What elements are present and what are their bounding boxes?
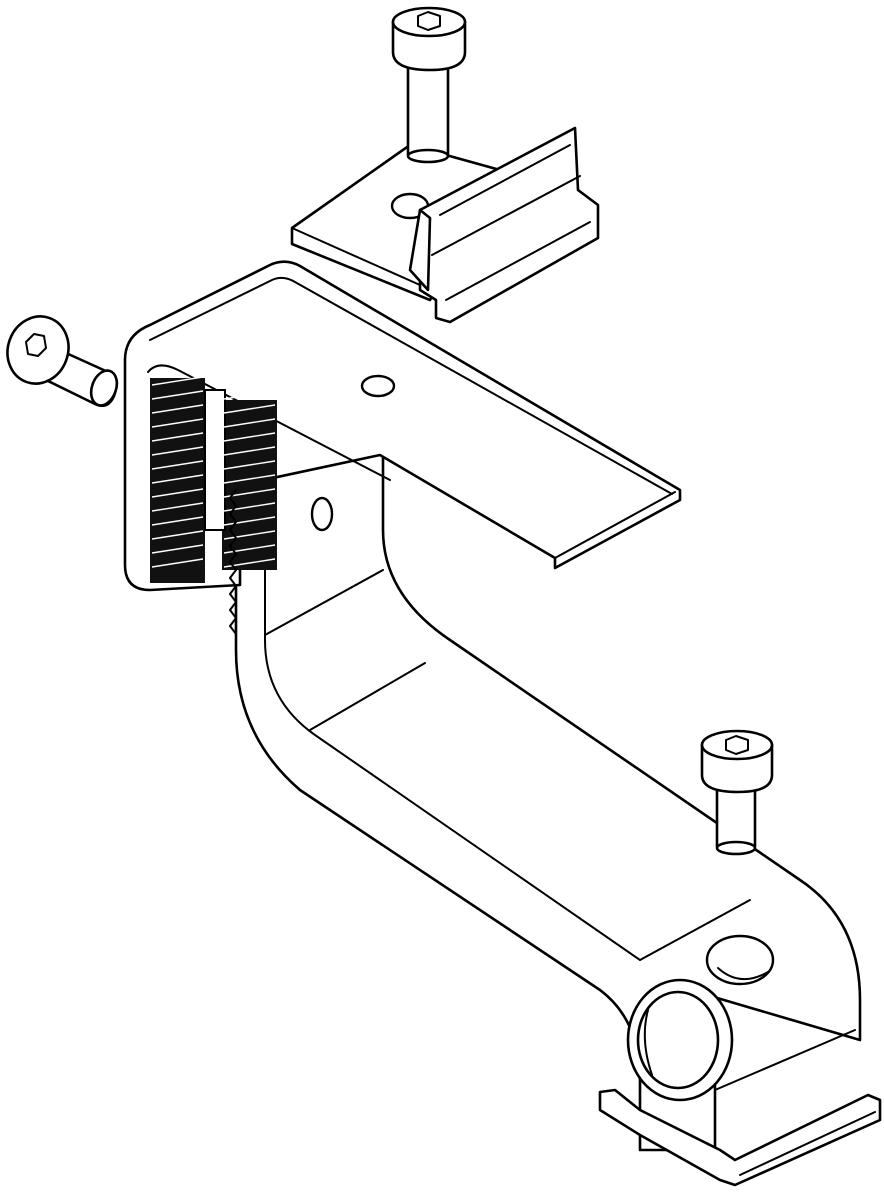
- clamp-rail-profile: [418, 126, 600, 324]
- tube-profile-inner: [636, 990, 720, 1090]
- clamp-base-edge: [291, 227, 421, 286]
- top-bolt-shank-end: [406, 148, 450, 164]
- base-flange-edge: [739, 1111, 876, 1176]
- serration-groove: [151, 530, 204, 540]
- tooth-edge: [229, 489, 237, 635]
- arm-section-line-3: [639, 899, 751, 961]
- top-bolt-hex-socket: [417, 11, 441, 31]
- tube-profile-shade: [643, 1009, 653, 1076]
- serration-groove: [223, 446, 276, 456]
- side-bolt-shank-end: [89, 369, 119, 407]
- arm-bolt-hole-depth: [717, 967, 769, 980]
- base-flange-body: [598, 1088, 882, 1187]
- serration-groove: [223, 516, 276, 526]
- rail-clamp: [290, 126, 600, 324]
- arm-section-line-1: [264, 569, 384, 636]
- socket-head-bolt-top: [391, 6, 467, 164]
- tube-profile: [626, 978, 734, 1102]
- bracket-upper-hook: [123, 260, 682, 635]
- hook-tip-edge: [554, 491, 676, 559]
- serration-groove: [151, 404, 204, 414]
- serration-groove: [151, 502, 204, 512]
- arm-bolt-hole: [705, 934, 775, 986]
- serration-groove: [151, 432, 204, 442]
- wall-hole: [310, 496, 334, 532]
- clamp-fin: [408, 208, 432, 292]
- hook-top-plate-edge: [149, 276, 673, 495]
- serration-groove: [223, 376, 276, 386]
- clamp-rail-lip: [431, 144, 591, 301]
- serration-groove: [223, 404, 276, 414]
- jaw-slot: [204, 389, 226, 531]
- hook-inner-rim: [147, 364, 391, 481]
- serration-groove: [151, 390, 204, 400]
- bottom-bolt-head-top: [700, 729, 774, 761]
- base-flange: [598, 1088, 882, 1187]
- socket-head-bolt-bottom: [700, 729, 774, 856]
- serration-groove: [223, 390, 276, 400]
- serration-groove: [151, 488, 204, 498]
- top-plate-hole: [360, 374, 396, 398]
- lower-arm-inner-edge: [264, 499, 641, 961]
- arm-section-line-4: [714, 1029, 856, 1091]
- serration-groove: [223, 530, 276, 540]
- serration-groove: [151, 446, 204, 456]
- side-bolt-hex-socket: [25, 333, 47, 357]
- serration-groove: [151, 544, 204, 554]
- top-bolt-head-top: [391, 6, 467, 38]
- socket-head-bolt-side: [6, 315, 119, 408]
- serration-groove: [151, 460, 204, 470]
- serration-groove: [151, 558, 204, 568]
- serration-groove: [223, 474, 276, 484]
- serration-groove: [151, 376, 204, 386]
- side-bolt-head: [6, 315, 70, 385]
- arm-section-line-2: [309, 662, 426, 731]
- bracket-lower-arm: [234, 438, 862, 1152]
- serration-groove: [151, 474, 204, 484]
- serration-groove: [223, 460, 276, 470]
- serration-groove: [223, 418, 276, 428]
- bottom-bolt-shank-end: [715, 840, 757, 856]
- jaw-serration-right: [222, 400, 277, 570]
- serration-lines: [151, 376, 276, 568]
- bottom-bolt-hex-socket: [725, 735, 749, 755]
- serration-groove: [151, 516, 204, 526]
- serration-groove: [151, 418, 204, 428]
- serration-groove: [223, 544, 276, 554]
- hook-back-plate: [123, 260, 682, 592]
- serration-groove: [223, 432, 276, 442]
